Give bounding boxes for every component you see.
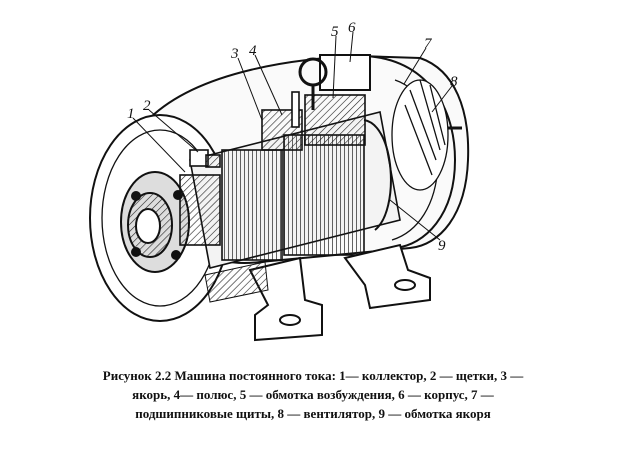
vent-grille xyxy=(204,261,269,303)
callout-1: 1 xyxy=(127,106,135,122)
caption-line-3: подшипниковые щиты, 8 — вентилятор, 9 — … xyxy=(135,406,491,421)
caption-line-2: якорь, 4— полюс, 5 — обмотка возбуждения… xyxy=(132,387,494,402)
armature-and-commutator xyxy=(179,111,401,269)
caption-line-1: Рисунок 2.2 Машина постоянного тока: 1— … xyxy=(102,368,524,383)
callout-8: 8 xyxy=(450,74,458,90)
callout-6: 6 xyxy=(348,20,356,36)
callout-4: 4 xyxy=(249,43,257,59)
fan xyxy=(391,79,462,191)
callout-7: 7 xyxy=(424,36,433,52)
dc-machine-cutaway-drawing: 1 2 3 4 5 6 7 8 9 xyxy=(89,20,470,342)
callout-3: 3 xyxy=(230,46,239,62)
figure-caption: Рисунок 2.2 Машина постоянного тока: 1— … xyxy=(22,366,604,423)
brushes xyxy=(189,149,221,168)
callout-5: 5 xyxy=(331,24,339,40)
pole-and-field-winding xyxy=(261,54,371,151)
callout-9: 9 xyxy=(438,238,446,254)
mounting-feet xyxy=(248,243,431,342)
callout-labels: 1 2 3 4 5 6 7 8 9 xyxy=(127,20,458,254)
callout-leaders xyxy=(132,31,453,241)
callout-2: 2 xyxy=(143,98,151,114)
